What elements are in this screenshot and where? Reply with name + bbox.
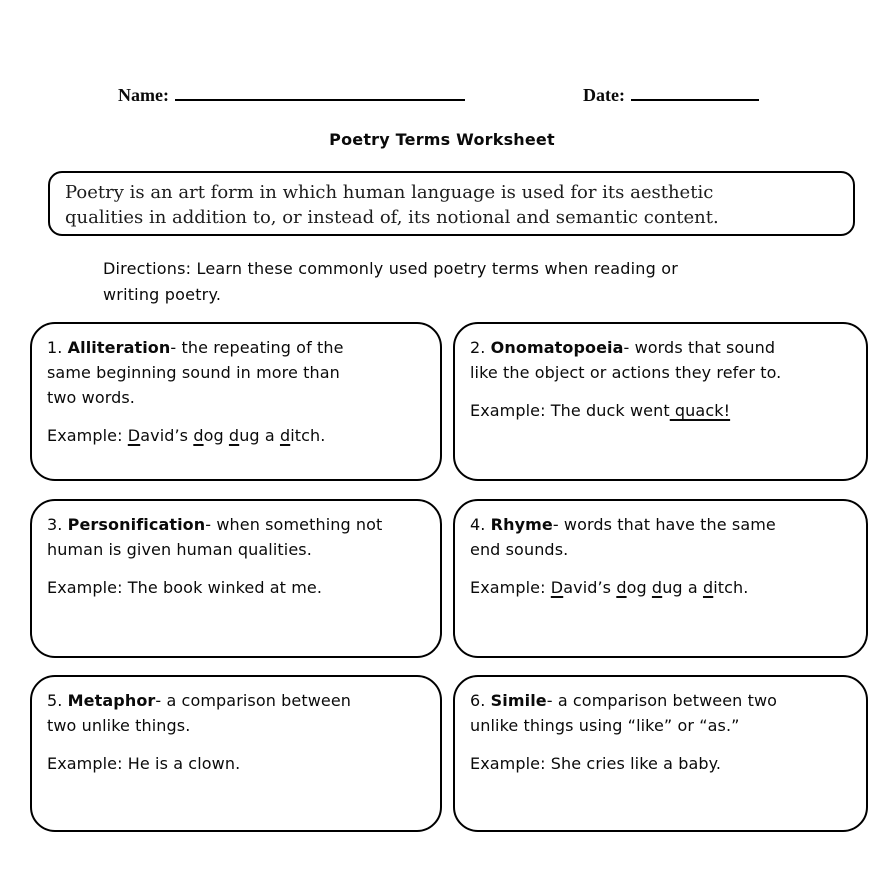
directions-line: Directions: Learn these commonly used po… [103, 259, 679, 278]
name-blank-line [174, 84, 465, 101]
term-card-onomatopoeia: 2. Onomatopoeia- words that sound like t… [453, 322, 868, 481]
term-definition: 1. Alliteration- the repeating of the sa… [47, 338, 344, 407]
term-example: Example: David’s dog dug a ditch. [470, 578, 749, 597]
term-example: Example: The duck went quack! [470, 401, 731, 420]
term-card-rhyme: 4. Rhyme- words that have the same end s… [453, 499, 868, 658]
term-name: Personification [67, 515, 206, 534]
term-number: 4. [470, 515, 486, 534]
term-card-metaphor: 5. Metaphor- a comparison between two un… [30, 675, 442, 832]
term-name: Rhyme [490, 515, 553, 534]
term-card-alliteration: 1. Alliteration- the repeating of the sa… [30, 322, 442, 481]
term-number: 1. [47, 338, 63, 357]
term-example: Example: The book winked at me. [47, 578, 323, 597]
term-card-simile: 6. Simile- a comparison between two unli… [453, 675, 868, 832]
term-definition: 2. Onomatopoeia- words that sound like t… [470, 338, 782, 382]
term-number: 5. [47, 691, 63, 710]
term-name: Onomatopoeia [490, 338, 624, 357]
term-definition: 5. Metaphor- a comparison between two un… [47, 691, 352, 735]
intro-line: qualities in addition to, or instead of,… [65, 207, 719, 228]
term-definition: 4. Rhyme- words that have the same end s… [470, 515, 776, 559]
name-label: Name: [118, 85, 169, 105]
intro-box: Poetry is an art form in which human lan… [48, 171, 855, 236]
term-number: 6. [470, 691, 486, 710]
page-title: Poetry Terms Worksheet [329, 130, 555, 149]
intro-line: Poetry is an art form in which human lan… [65, 182, 714, 203]
date-blank-line [630, 84, 759, 101]
term-card-personification: 3. Personification- when something not h… [30, 499, 442, 658]
date-field-row: Date: [583, 84, 759, 106]
name-field-row: Name: [118, 84, 465, 106]
term-name: Metaphor [67, 691, 156, 710]
term-definition: 6. Simile- a comparison between two unli… [470, 691, 778, 735]
directions-line: writing poetry. [103, 285, 222, 304]
term-example: Example: She cries like a baby. [470, 754, 722, 773]
directions-text: Directions: Learn these commonly used po… [103, 256, 678, 308]
term-example: Example: David’s dog dug a ditch. [47, 426, 326, 445]
term-number: 2. [470, 338, 486, 357]
term-name: Alliteration [67, 338, 171, 357]
term-example: Example: He is a clown. [47, 754, 241, 773]
date-label: Date: [583, 85, 625, 105]
term-number: 3. [47, 515, 63, 534]
term-definition: 3. Personification- when something not h… [47, 515, 383, 559]
term-name: Simile [490, 691, 547, 710]
